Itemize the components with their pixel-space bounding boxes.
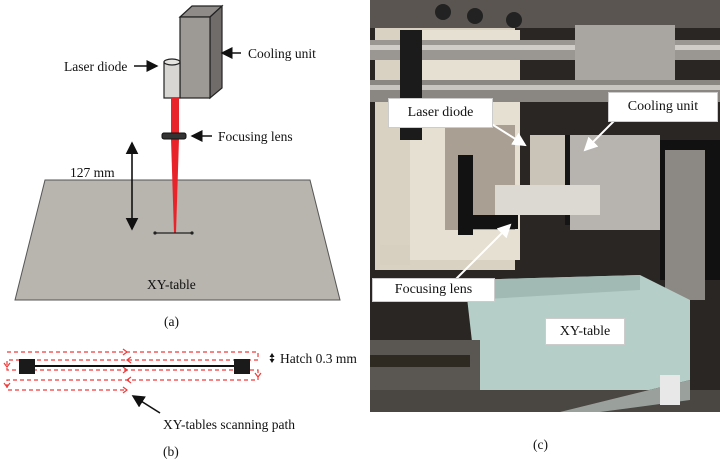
hatch-icon — [269, 353, 275, 363]
scanning-path — [6, 351, 259, 391]
caption-c: (c) — [533, 437, 548, 452]
photo-label-focusing-lens: Focusing lens — [372, 278, 495, 302]
path-direction-arrows — [3, 348, 262, 394]
xy-table-plate — [14, 179, 341, 301]
scanning-path-arrow-icon — [131, 395, 161, 414]
caption-b: (b) — [163, 444, 179, 459]
label-laser-diode: Laser diode — [64, 59, 127, 74]
photo-label-xy-table: XY-table — [545, 318, 625, 345]
focused-beam — [171, 139, 179, 233]
panel-c-photo — [370, 0, 720, 412]
track-end-right — [234, 359, 250, 374]
label-cooling-unit: Cooling unit — [248, 46, 316, 61]
focusing-lens-shape — [161, 132, 187, 140]
label-scanning-path: XY-tables scanning path — [163, 417, 295, 432]
caption-a: (a) — [164, 314, 179, 329]
panel-b: Hatch 0.3 mm XY-tables scanning path (b) — [3, 348, 357, 459]
track-end-left — [19, 359, 35, 374]
laser-diode-cylinder — [163, 58, 181, 99]
label-xy-table: XY-table — [147, 277, 196, 292]
photo-focusing-lens-arrow-icon — [454, 223, 512, 281]
label-distance: 127 mm — [70, 165, 115, 180]
photo-label-laser-diode: Laser diode — [388, 98, 493, 128]
cooling-unit-block — [178, 4, 224, 100]
photo-label-cooling-unit: Cooling unit — [608, 92, 718, 122]
label-hatch: Hatch 0.3 mm — [280, 351, 357, 366]
label-focusing-lens: Focusing lens — [218, 129, 293, 144]
photo-laser-diode-arrow-icon — [489, 122, 527, 147]
laser-beam — [171, 98, 179, 134]
panel-a: Laser diode Cooling unit Focusing lens 1… — [14, 4, 341, 329]
